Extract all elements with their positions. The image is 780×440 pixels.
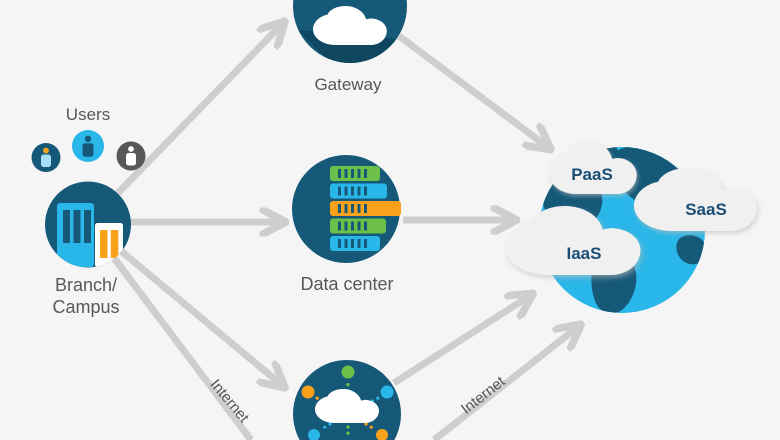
- user3-head: [128, 146, 134, 152]
- spoke-right: [365, 395, 382, 406]
- connected-cloud-icon: [301, 365, 394, 440]
- link-branch-offscreen: [111, 255, 254, 440]
- datacenter-label: Data center: [300, 274, 393, 294]
- building-white-windows: [100, 230, 119, 258]
- user-icon-navy-on-lightblue: [72, 130, 104, 162]
- user-icon-white-on-gray: [116, 141, 146, 171]
- iaas-label: IaaS: [567, 244, 602, 263]
- user1-body: [41, 154, 51, 167]
- server-ticks-3: [338, 204, 367, 213]
- spoke-bottom-left: [318, 422, 332, 432]
- cloud-service-paas: PaaS: [549, 141, 637, 194]
- node-data-center: Data center: [292, 155, 401, 294]
- link-branch-to-internet: [118, 248, 283, 386]
- dot-blue-bottom-left: [308, 429, 320, 440]
- internet-label-left: Internet: [207, 376, 253, 427]
- server-ticks-5: [338, 239, 367, 248]
- link-branch-to-gateway: [115, 23, 283, 196]
- cloud-service-saas: SaaS: [634, 168, 757, 231]
- dot-orange-bottom-right: [376, 429, 388, 440]
- user-icon-orange-head-on-navy: [31, 143, 61, 172]
- node-internet-hub: [293, 360, 401, 440]
- server-ticks-2: [338, 186, 367, 196]
- dot-green-top: [341, 365, 355, 379]
- buildings-icon: [57, 203, 123, 267]
- user2-head: [84, 135, 92, 142]
- paas-label: PaaS: [571, 165, 613, 184]
- node-branch-campus: Branch/ Campus: [45, 181, 131, 317]
- spoke-bottom-right: [364, 422, 378, 432]
- building-blue-windows: [63, 210, 91, 243]
- node-users: Users: [31, 105, 146, 172]
- server-bar-green-1: [330, 166, 380, 181]
- continent-5: [676, 235, 705, 265]
- link-offscreen-to-cloud: [431, 326, 579, 440]
- user2-body: [82, 143, 94, 157]
- dot-orange-left: [301, 385, 315, 399]
- users-label: Users: [66, 105, 110, 124]
- link-internet-to-cloud: [392, 295, 531, 386]
- user1-head: [43, 147, 49, 154]
- server-bar-blue-2: [330, 236, 380, 251]
- branch-label-line1: Branch/: [55, 275, 117, 295]
- user3-body: [126, 153, 136, 166]
- server-ticks-1: [338, 169, 367, 178]
- saas-label: SaaS: [685, 200, 727, 219]
- dot-blue-right: [380, 385, 394, 399]
- gateway-label: Gateway: [314, 75, 382, 94]
- server-rack-icon: [330, 166, 401, 251]
- link-gateway-to-cloud: [396, 33, 549, 148]
- node-gateway: Gateway: [293, 0, 407, 94]
- internet-label-right: Internet: [458, 373, 509, 418]
- branch-label-line2: Campus: [52, 297, 119, 317]
- server-ticks-4: [338, 221, 367, 231]
- cloud-service-iaas: IaaS: [506, 206, 641, 275]
